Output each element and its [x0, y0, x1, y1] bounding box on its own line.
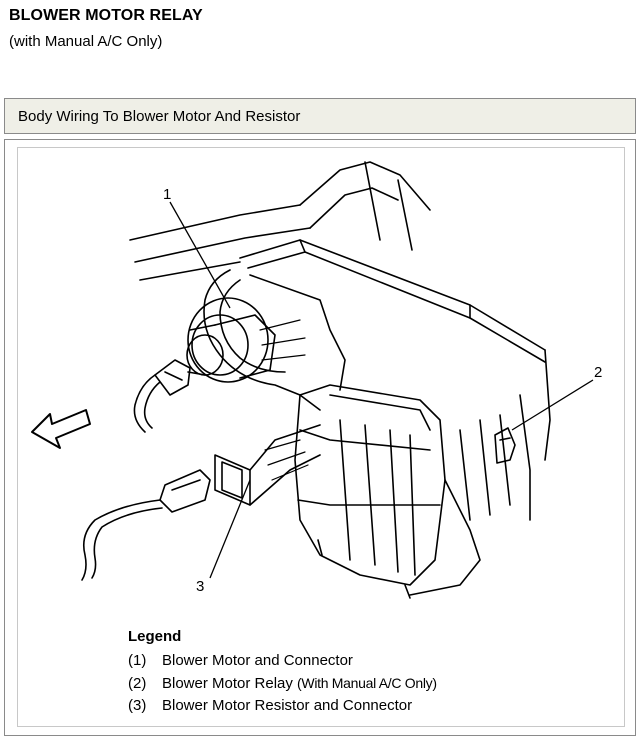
legend-item-text: Blower Motor and Connector: [162, 652, 353, 669]
callout-1: 1: [163, 186, 172, 203]
callout-3: 3: [196, 578, 205, 595]
page-title: BLOWER MOTOR RELAY: [9, 7, 203, 24]
callout-2: 2: [594, 364, 603, 381]
legend-item: (2) Blower Motor Relay (With Manual A/C O…: [128, 675, 437, 692]
legend-item-number: (1): [128, 652, 147, 669]
section-title: Body Wiring To Blower Motor And Resistor: [18, 108, 301, 125]
legend-item-text: Blower Motor Resistor and Connector: [162, 697, 413, 714]
legend-title: Legend: [128, 628, 182, 645]
legend-item: (3) Blower Motor Resistor and Connector: [128, 697, 412, 714]
legend-item-note: (With Manual A/C Only): [297, 675, 437, 691]
page-subtitle: (with Manual A/C Only): [9, 33, 163, 50]
section-header: Body Wiring To Blower Motor And Resistor: [4, 98, 636, 134]
legend-item-number: (3): [128, 697, 147, 714]
direction-arrow-icon: [31, 409, 91, 449]
legend-item-text: Blower Motor Relay: [162, 675, 298, 692]
legend-item-number: (2): [128, 675, 147, 692]
legend-item: (1) Blower Motor and Connector: [128, 652, 353, 669]
figure-inner-border: [17, 147, 625, 727]
